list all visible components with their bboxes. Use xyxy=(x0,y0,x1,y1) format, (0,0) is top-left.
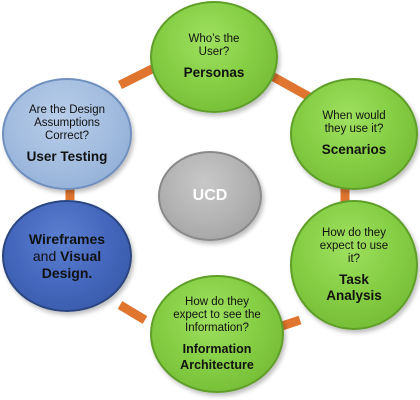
connector-ia-wireframes xyxy=(117,301,148,324)
task-analysis-question: How do they expect to use it? xyxy=(319,226,389,265)
task-analysis-title: Task Analysis xyxy=(326,271,382,303)
scenarios-question: When would they use it? xyxy=(322,110,386,135)
wireframes-visual: Visual xyxy=(60,247,102,264)
ucd-center-node: UCD xyxy=(158,151,262,241)
information-architecture-title: Information Architecture xyxy=(180,341,254,372)
task-analysis-node: How do they expect to use it? Task Analy… xyxy=(290,200,418,330)
scenarios-node: When would they use it? Scenarios xyxy=(290,78,418,190)
wireframes-node: Wireframes and Visual Design. xyxy=(2,200,132,312)
personas-title: Personas xyxy=(183,65,245,80)
information-architecture-question: How do they expect to see the Informatio… xyxy=(173,295,261,334)
wireframes-title-line3: Design. xyxy=(41,264,93,281)
user-testing-node: Are the Design Assumptions Correct? User… xyxy=(2,78,132,190)
wireframes-title-line1: Wireframes xyxy=(28,230,106,247)
personas-question: Who’s the User? xyxy=(188,33,240,58)
personas-node: Who’s the User? Personas xyxy=(150,1,278,113)
scenarios-title: Scenarios xyxy=(321,142,387,157)
user-testing-title: User Testing xyxy=(26,148,108,164)
user-testing-question: Are the Design Assumptions Correct? xyxy=(28,103,106,142)
ucd-center-label: UCD xyxy=(192,187,228,204)
wireframes-title-line2: and Visual xyxy=(33,248,101,265)
information-architecture-node: How do they expect to see the Informatio… xyxy=(150,275,284,393)
wireframes-and: and xyxy=(32,247,57,264)
